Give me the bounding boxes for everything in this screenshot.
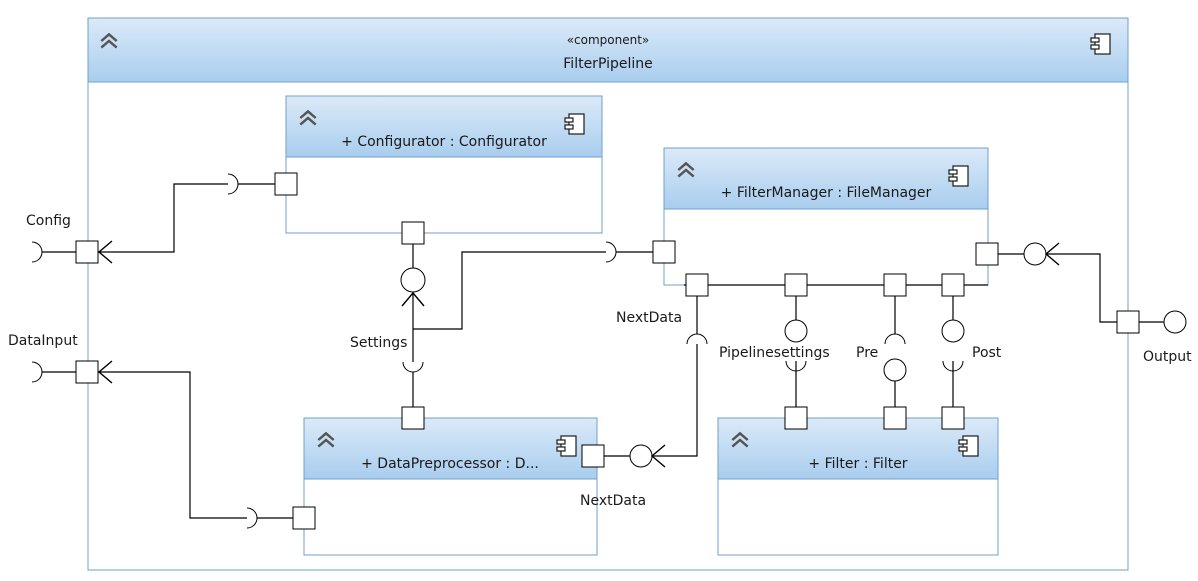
data-preprocessor-settings-port[interactable] <box>401 406 425 430</box>
data-input-label: DataInput <box>8 333 78 349</box>
filter-manager-pre-port[interactable] <box>883 273 907 297</box>
config-connector[interactable] <box>98 183 228 253</box>
output-port[interactable] <box>1116 310 1140 334</box>
configurator-title: + Configurator : Configurator <box>341 134 547 150</box>
settings-label: Settings <box>350 335 407 351</box>
configurator-config-port[interactable] <box>274 172 298 196</box>
output-internal-lollipop <box>1023 242 1047 266</box>
post-label: Post <box>972 345 1002 361</box>
data-preprocessor-input-port[interactable] <box>292 506 316 530</box>
output-connector[interactable] <box>1046 253 1117 323</box>
config-port[interactable] <box>75 240 99 264</box>
data-preprocessor-component[interactable]: + DataPreprocessor : D... <box>303 417 598 556</box>
data-input-socket <box>246 507 258 529</box>
filter-manager-settings-port[interactable] <box>652 240 676 264</box>
stereotype-label: «component» <box>567 33 650 47</box>
configurator-header <box>285 95 603 158</box>
settings-lollipop <box>400 267 426 293</box>
pre-label: Pre <box>856 345 878 361</box>
configurator-component[interactable]: + Configurator : Configurator <box>285 95 603 234</box>
filter-manager-settings-socket <box>605 241 617 263</box>
config-label: Config <box>26 213 71 229</box>
arrow-head <box>1044 242 1060 266</box>
next-data-upper-label: NextData <box>616 310 682 326</box>
arrow-head <box>401 291 425 307</box>
filter-title: + Filter : Filter <box>808 456 907 472</box>
filter-manager-post-port[interactable] <box>941 273 965 297</box>
next-data-lollipop <box>629 444 653 468</box>
filter-manager-output-port[interactable] <box>975 242 999 266</box>
filter-manager-next-data-port[interactable] <box>685 273 709 297</box>
filter-post-port[interactable] <box>941 406 965 430</box>
filter-pre-port[interactable] <box>883 406 907 430</box>
next-data-lower-label: NextData <box>580 493 646 509</box>
output-lollipop <box>1163 310 1187 334</box>
data-preprocessor-title: + DataPreprocessor : D... <box>361 456 539 472</box>
next-data-connector[interactable] <box>652 344 698 457</box>
arrow-head <box>650 444 666 468</box>
pipeline-settings-lollipop <box>784 319 808 343</box>
pre-lollipop <box>883 358 907 382</box>
filter-pipeline-header <box>87 17 1129 83</box>
config-socket <box>227 173 239 195</box>
output-label: Output <box>1143 349 1192 365</box>
configurator-settings-port[interactable] <box>401 221 425 245</box>
data-input-required-socket <box>31 361 43 383</box>
next-data-socket <box>686 333 708 345</box>
filter-manager-component[interactable]: + FilterManager : FileManager <box>663 147 989 286</box>
filter-manager-header <box>663 147 989 210</box>
filter-manager-settings-connector[interactable] <box>413 251 606 330</box>
config-required-socket <box>31 241 43 263</box>
filter-pipeline-settings-port[interactable] <box>784 406 808 430</box>
pre-socket <box>884 333 906 345</box>
filter-pipeline-title: FilterPipeline <box>563 56 652 72</box>
data-input-connector[interactable] <box>98 371 247 519</box>
filter-manager-pipeline-settings-port[interactable] <box>784 273 808 297</box>
post-lollipop <box>941 319 965 343</box>
filter-manager-title: + FilterManager : FileManager <box>721 185 932 201</box>
data-input-port[interactable] <box>75 360 99 384</box>
arrow-head <box>97 240 113 264</box>
settings-socket <box>402 361 424 373</box>
filter-component[interactable]: + Filter : Filter <box>717 417 999 556</box>
arrow-head <box>97 360 113 384</box>
pipeline-settings-label: Pipelinesettings <box>719 345 830 361</box>
data-preprocessor-header <box>303 417 598 480</box>
data-preprocessor-next-data-port[interactable] <box>581 444 605 468</box>
